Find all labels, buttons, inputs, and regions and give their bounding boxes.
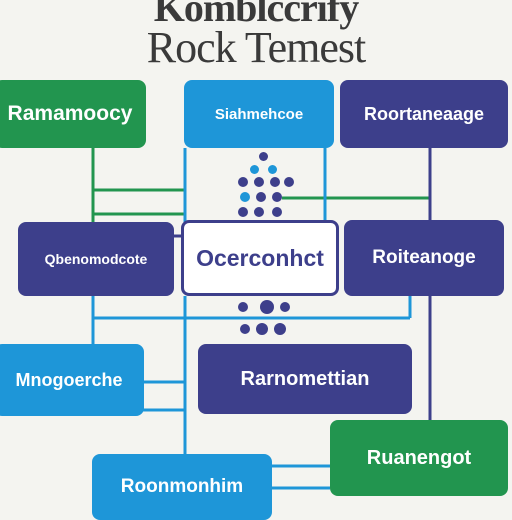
dot	[272, 192, 282, 202]
dot	[238, 302, 248, 312]
node-label: Siahmehcoe	[214, 105, 304, 123]
node-ramamoocy: Ramamoocy	[0, 80, 146, 148]
node-rarnomettian: Rarnomettian	[198, 344, 412, 414]
node-ruanengot: Ruanengot	[330, 420, 508, 496]
node-label: Ruanengot	[366, 446, 472, 469]
diagram-title-line2: Rock Temest	[146, 23, 367, 72]
node-roortaneaage: Roortaneaage	[340, 80, 508, 148]
dot	[259, 152, 268, 161]
dot	[256, 192, 266, 202]
dot	[238, 207, 248, 217]
dot	[256, 323, 268, 335]
node-label: Ocerconhct	[196, 244, 324, 271]
dot	[272, 207, 282, 217]
node-label: Rarnomettian	[240, 367, 370, 390]
dot	[280, 302, 290, 312]
dot-cluster-top	[232, 150, 296, 220]
node-siahmehcoe: Siahmehcoe	[184, 80, 334, 148]
node-ocerconhct: Ocerconhct	[181, 220, 339, 296]
dot-cluster-middle	[232, 298, 296, 342]
node-roiteanoge: Roiteanoge	[344, 220, 504, 296]
node-label: Roonmonhim	[120, 476, 244, 497]
node-label: Qbenomodcote	[44, 251, 148, 267]
diagram-title-line1: Komblccrify	[153, 0, 360, 30]
dot	[260, 300, 274, 314]
dot	[250, 165, 259, 174]
dot	[240, 192, 250, 202]
node-label: Roiteanoge	[372, 247, 476, 268]
dot	[240, 324, 250, 334]
node-label: Mnogoerche	[15, 369, 123, 390]
node-roonmonhim: Roonmonhim	[92, 454, 272, 520]
node-mnogoerche: Mnogoerche	[0, 344, 144, 416]
dot	[274, 323, 286, 335]
dot	[268, 165, 277, 174]
node-label: Ramamoocy	[7, 102, 133, 125]
dot	[254, 207, 264, 217]
dot	[254, 177, 264, 187]
node-label: Roortaneaage	[363, 103, 485, 124]
node-qbenomodcote: Qbenomodcote	[18, 222, 174, 296]
dot	[238, 177, 248, 187]
dot	[284, 177, 294, 187]
dot	[270, 177, 280, 187]
